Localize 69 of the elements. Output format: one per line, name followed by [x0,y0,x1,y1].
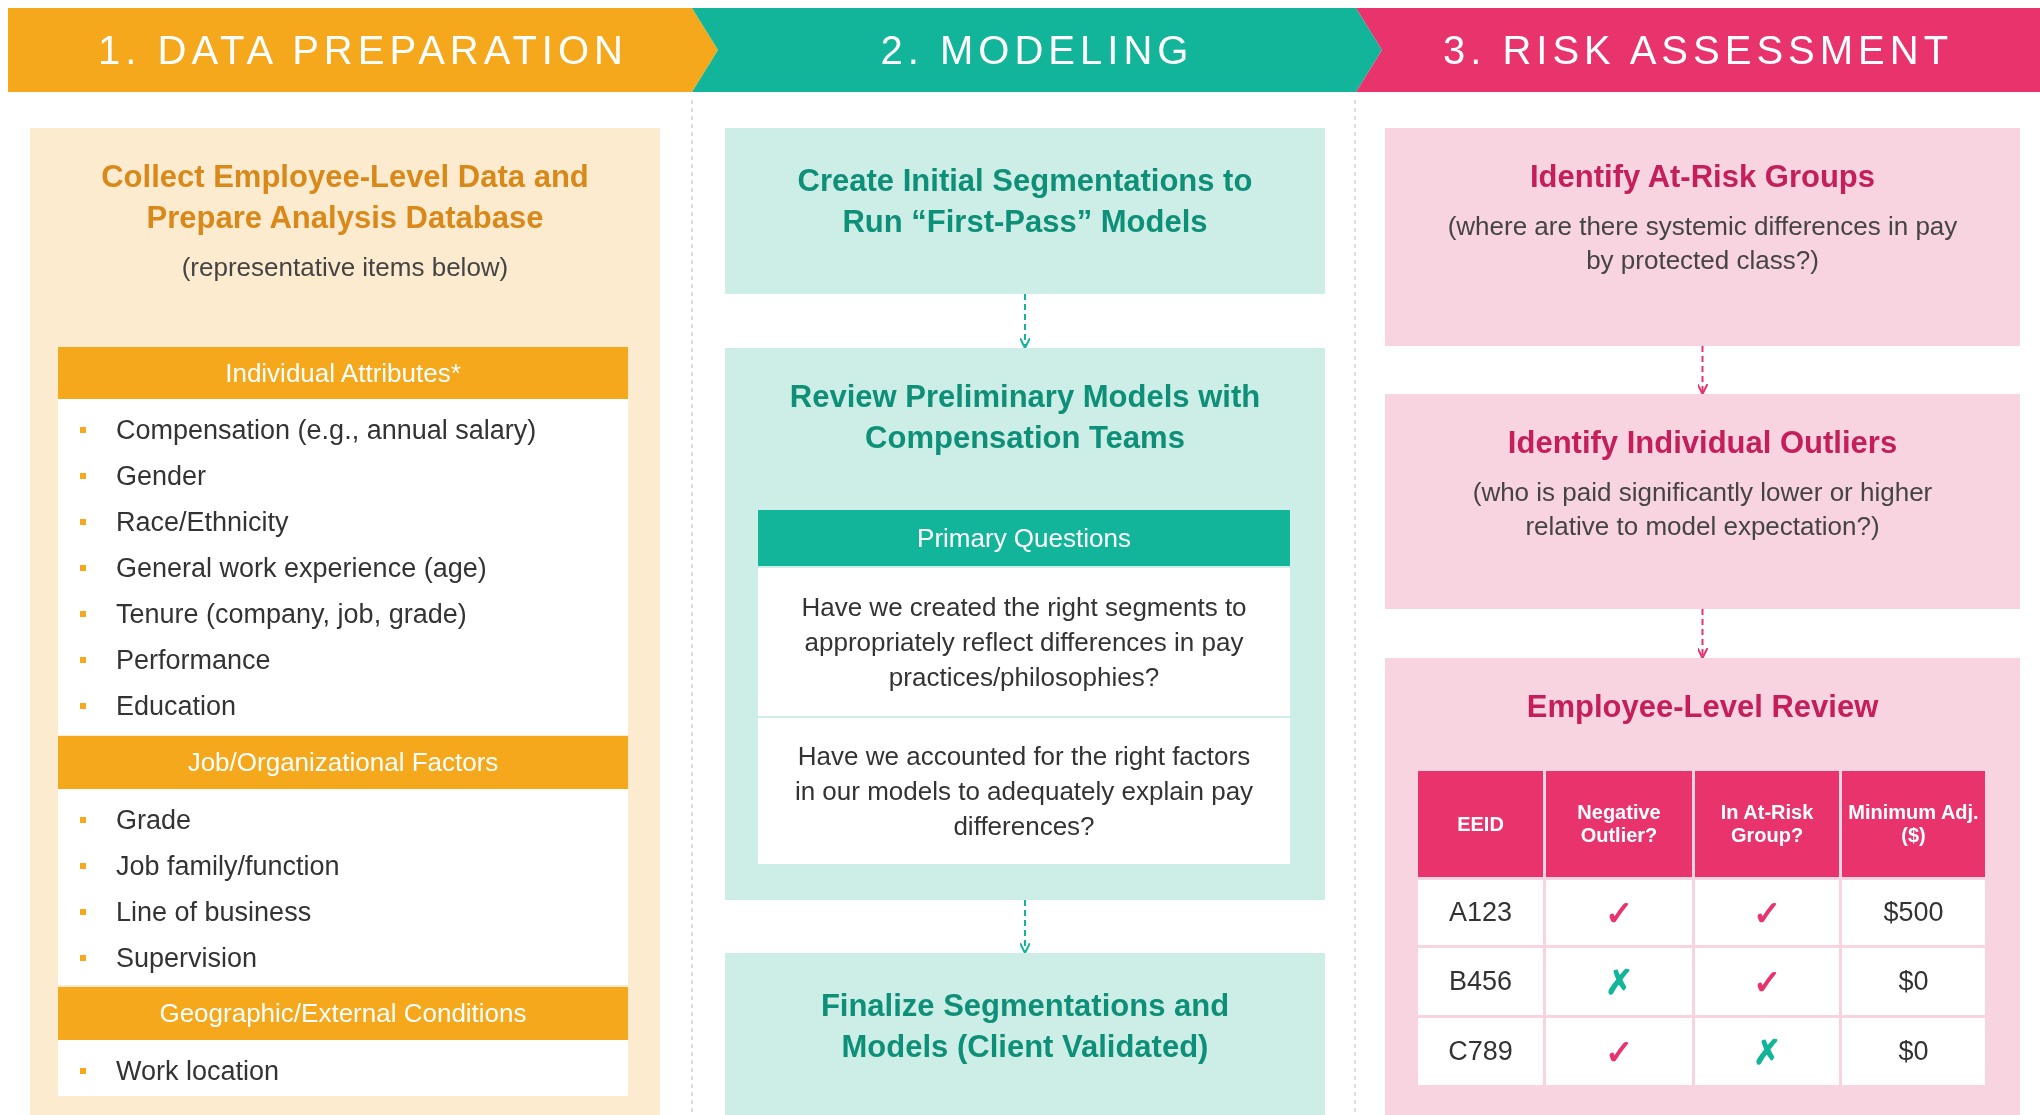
bullet-item: Supervision [58,935,628,981]
card-heading: Employee-Level Review [1525,688,1880,726]
card-subtitle: (who is paid significantly lower or higher relative to model expectation?) [1471,476,1934,543]
question-text: Have we created the right segments to appropriately reflect differences in pay practices/philosophies? [800,590,1248,694]
arrow [1019,899,1031,954]
table-cell: ✓ [1544,1016,1694,1087]
table-cell: ✗ [1693,1016,1841,1087]
step-title: 3. RISK ASSESSMENT [1442,27,1954,73]
table-cell: ✓ [1544,878,1694,947]
step-card [725,953,1325,1115]
bullet-item: Job family/function [58,843,628,889]
section-heading: Job/Organizational Factors [187,747,499,778]
card-subtitle: (representative items below) [180,251,510,284]
section-heading: Individual Attributes* [225,357,461,389]
step-card [30,128,660,1115]
question-box [758,568,1290,716]
table-cell: C789 [1416,1016,1545,1087]
section-heading: Primary Questions [917,522,1131,554]
card-heading: Create Initial Segmentations to Run “First-Pass” Models [796,162,1254,241]
bullet-item: Gender [58,453,628,499]
arrow [1696,608,1709,659]
table-cell: A123 [1416,878,1545,947]
card-heading: Collect Employee-Level Data and Prepare Analysis Database [100,158,590,237]
step-card [725,348,1325,900]
table-cell: ✗ [1544,946,1694,1017]
section-heading: Geographic/External Conditions [159,998,527,1029]
list-panel [58,789,628,985]
arrow [1019,293,1031,349]
bullet-item: Grade [58,797,628,843]
bullet-item: Performance [58,637,628,683]
card-subtitle: (where are there systemic differences in pay by protected class?) [1446,210,1959,277]
step-card [1385,658,2020,1115]
table-cell: $0 [1840,946,1987,1017]
card-heading: Identify At-Risk Groups [1528,158,1876,196]
bullet-item: General work experience (age) [58,545,628,591]
card-heading: Review Preliminary Models with Compensation Teams [788,378,1262,457]
section-header-bar [58,736,628,789]
arrow [1696,345,1709,395]
question-box [758,718,1290,864]
step-card [1385,128,2020,346]
bullet-item: Race/Ethnicity [58,499,628,545]
table-cell: B456 [1416,946,1545,1017]
section-header-bar [58,347,628,399]
section-header-bar [758,510,1290,566]
question-text: Have we accounted for the right factors in our models to adequately explain pay differences? [793,739,1255,843]
section-header-bar [58,987,628,1040]
step-title: 1. DATA PREPARATION [98,27,628,73]
table-cell: $500 [1840,878,1987,947]
card-heading: Finalize Segmentations and Models (Client Validated) [819,987,1231,1066]
table-header-cell: Negative Outlier? [1544,769,1694,879]
table-header-cell: In At-Risk Group? [1693,769,1841,879]
step-header-banner [8,8,718,92]
step-title: 2. MODELING [880,27,1194,73]
bullet-item: Tenure (company, job, grade) [58,591,628,637]
list-panel [58,1040,628,1096]
step-card [1385,394,2020,609]
table-cell: ✓ [1693,878,1841,947]
step-header-banner [1356,8,2040,92]
bullet-item: Work location [58,1048,628,1094]
bullet-item: Line of business [58,889,628,935]
bullet-item: Compensation (e.g., annual salary) [58,407,628,453]
table-header-cell: Minimum Adj. ($) [1840,769,1987,879]
card-heading: Identify Individual Outliers [1506,424,1899,462]
table-cell: ✓ [1693,946,1841,1017]
step-card [725,128,1325,294]
list-panel [58,399,628,735]
bullet-item: Education [58,683,628,729]
table-cell: $0 [1840,1016,1987,1087]
table-header-cell: EEID [1416,769,1545,879]
